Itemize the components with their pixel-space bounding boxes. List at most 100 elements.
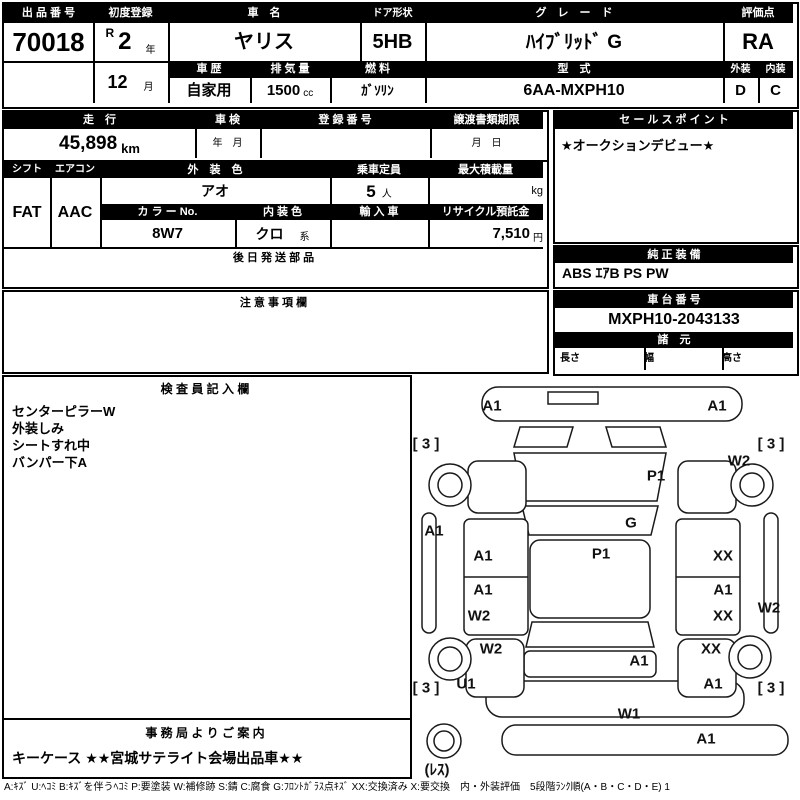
rear-window — [525, 621, 655, 648]
dims-height-label: 高さ — [722, 353, 742, 364]
model-label: 型 式 — [425, 61, 725, 78]
first-reg-era: R — [105, 26, 115, 40]
damage-marker: A1 — [703, 675, 723, 693]
inspector-note-line: 外装しみ — [12, 421, 65, 436]
score-label: 評価点 — [723, 4, 793, 23]
right-sill — [763, 512, 779, 634]
exterior-score-label: 外装 — [723, 61, 759, 78]
mileage-cell: 45,898 km — [4, 129, 197, 158]
office-box: 事 務 局 よ り ご 案 内 キーケース ★★宮城サテライト会場出品車★★ — [2, 718, 412, 779]
notes-box: 注 意 事 項 欄 — [2, 290, 549, 374]
recycle-deposit-label: リサイクル預託金 — [428, 204, 543, 220]
dims-width-label: 幅 — [639, 348, 724, 370]
inspection-label: 車 検 — [195, 112, 262, 129]
aircon-label: エアコン — [50, 162, 102, 178]
mileage-row: 走 行 45,898 km 車 検 年 月 登 録 番 号 譲渡書類期限 月 日 — [2, 110, 549, 164]
recycle-deposit-unit: 円 — [533, 233, 543, 244]
notes-header: 注 意 事 項 欄 — [239, 297, 308, 309]
reg-no-value — [260, 129, 432, 158]
legend-text: A:ｷｽﾞ U:ﾍｺﾐ B:ｷｽﾞを伴うﾍｺﾐ P:要塗装 W:補修跡 S:錆 … — [4, 782, 670, 793]
fuel-label: 燃 料 — [330, 61, 427, 78]
displacement-label: 排 気 量 — [250, 61, 332, 78]
tread-depth-marker: [ 3 ] — [412, 679, 440, 697]
sales-point-box: セ ー ル ス ポ イ ン ト ★オークションデビュー★ — [553, 110, 799, 244]
shift-value: FAT — [4, 178, 52, 247]
capacity-value: 5 — [366, 181, 376, 201]
left-front-fender — [467, 460, 527, 514]
fuel-value: ｶﾞｿﾘﾝ — [330, 78, 427, 103]
damage-marker: P1 — [591, 545, 611, 563]
car-name-value: ヤリス — [168, 23, 362, 63]
score-value: RA — [723, 23, 793, 63]
grade-label: グ レ ー ド — [425, 4, 725, 23]
car-diagram: A1 A1 [ 3 ] [ 3 ] W2 P1 G A1 A1 P1 XX A1… — [410, 373, 795, 788]
sales-point-label: セ ー ル ス ポ イ ン ト — [555, 112, 793, 129]
later-parts-header: 後 日 発 送 部 品 — [4, 247, 543, 265]
capacity-cell: 5 人 — [330, 178, 430, 204]
damage-marker: A1 — [473, 581, 493, 599]
ext-color-label: 外 装 色 — [100, 162, 332, 178]
color-no-value: 8W7 — [100, 220, 237, 247]
max-load-cell: kg — [428, 178, 555, 204]
tread-depth-marker: [ 3 ] — [757, 435, 785, 453]
inspector-notes: センターピラーW 外装しみ シートすれ中 バンパー下A — [12, 403, 115, 471]
shift-label: シフト — [4, 162, 52, 178]
damage-marker: A1 — [473, 547, 493, 565]
damage-marker: A1 — [424, 522, 444, 540]
max-load-label: 最大積載量 — [428, 162, 543, 178]
damage-marker: A1 — [696, 730, 716, 748]
exhibit-no-label: 出 品 番 号 — [4, 4, 95, 23]
reg-no-label: 登 録 番 号 — [260, 112, 432, 129]
damage-marker: XX — [700, 640, 722, 658]
int-color-suffix: 系 — [299, 232, 310, 243]
first-reg-label: 初度登録 — [93, 4, 170, 23]
damage-marker: A1 — [713, 581, 733, 599]
damage-marker: W2 — [757, 599, 781, 617]
first-reg-year-unit: 年 — [145, 45, 156, 56]
history-value: 自家用 — [168, 78, 252, 103]
chassis-box: 車 台 番 号 MXPH10-2043133 諸 元 長さ 幅 高さ — [553, 290, 799, 376]
damage-marker: XX — [712, 607, 734, 625]
color-no-label: カ ラ ー No. — [100, 204, 237, 220]
aircon-value: AAC — [50, 178, 102, 247]
ext-color-value: アオ — [100, 178, 332, 204]
dims-length-label: 長さ — [555, 348, 646, 370]
office-text: キーケース ★★宮城サテライト会場出品車★★ — [12, 750, 304, 766]
damage-marker: A1 — [707, 397, 727, 415]
mileage-value: 45,898 — [59, 133, 118, 154]
damage-marker: P1 — [646, 467, 666, 485]
int-color-label: 内 装 色 — [235, 204, 332, 220]
spare-less-marker: (ﾚｽ) — [424, 761, 450, 779]
sales-point-text: ★オークションデビュー★ — [561, 138, 715, 153]
chassis-no-label: 車 台 番 号 — [555, 292, 793, 308]
int-color-value: クロ — [255, 225, 284, 242]
front-plate — [547, 391, 599, 405]
inspection-value: 年 月 — [195, 129, 262, 158]
damage-marker: A1 — [482, 397, 502, 415]
front-bumper — [481, 386, 743, 422]
inspector-note-line: バンパー下A — [12, 455, 88, 470]
damage-marker: U1 — [456, 675, 476, 693]
inspector-note-line: センターピラーW — [12, 404, 116, 419]
history-label: 車 歴 — [168, 61, 252, 78]
hood — [513, 452, 667, 502]
interior-score-value: C — [770, 82, 781, 99]
transfer-deadline-value: 月 日 — [471, 137, 502, 149]
grade-value: ﾊｲﾌﾞﾘｯﾄﾞ G — [425, 23, 725, 63]
headlight-left — [512, 426, 575, 448]
interior-score-label: 内装 — [758, 61, 793, 78]
damage-marker: W1 — [617, 705, 641, 723]
inspector-box: 検 査 員 記 入 欄 センターピラーW 外装しみ シートすれ中 バンパー下A — [2, 375, 412, 722]
first-reg-month-unit: 月 — [143, 82, 154, 93]
first-reg-year-cell: R 2 年 — [93, 23, 170, 63]
first-reg-month-cell: 12 月 — [93, 61, 170, 103]
roof — [529, 539, 651, 619]
damage-marker: W2 — [467, 607, 491, 625]
equipment-label: 純 正 装 備 — [555, 247, 793, 263]
exhibit-no-value: 70018 — [4, 23, 95, 63]
top-table: 出 品 番 号 70018 初度登録 R 2 年 12 月 車 名 ヤリス ドア… — [2, 2, 799, 109]
damage-marker: G — [625, 514, 637, 532]
tread-depth-marker: [ 3 ] — [412, 435, 440, 453]
model-value: 6AA-MXPH10 — [425, 78, 725, 103]
